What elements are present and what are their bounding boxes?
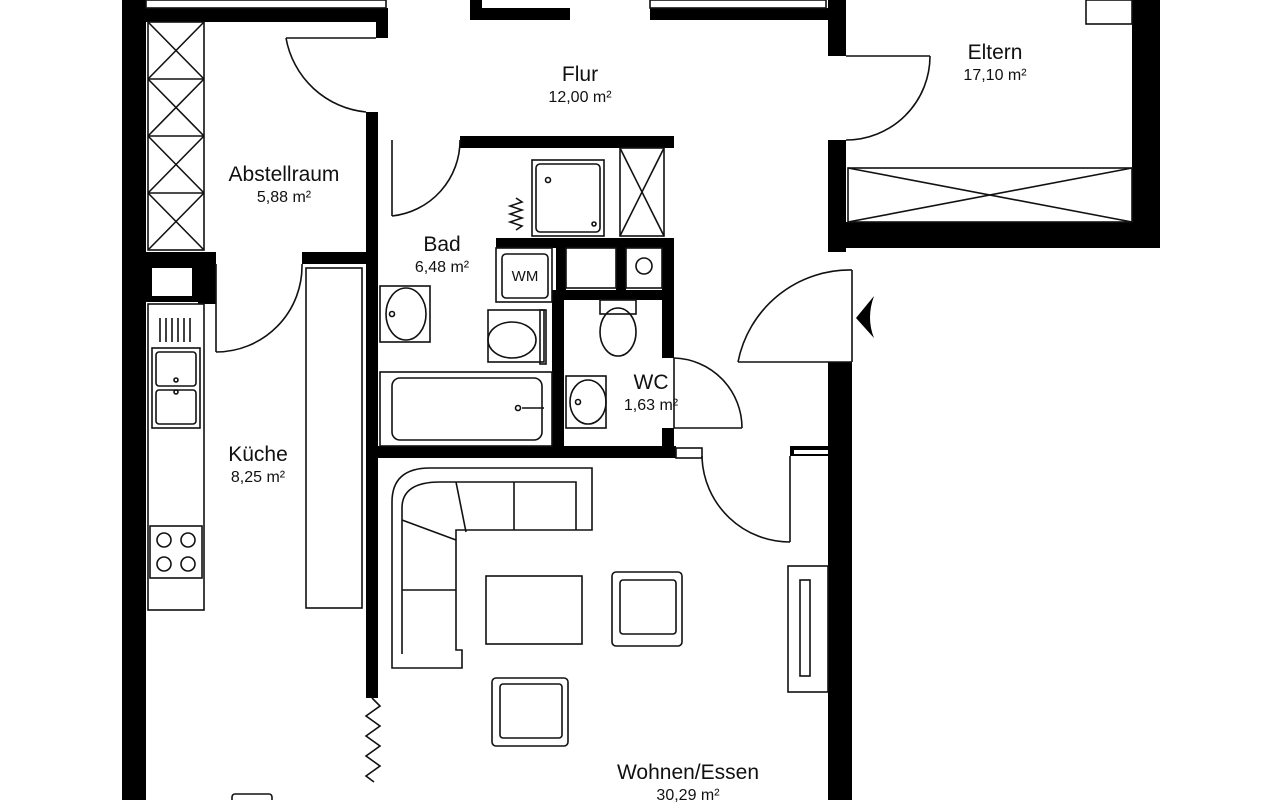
toilet-bad [487,321,537,359]
radiator-bad [507,197,525,231]
top-frame-right [649,0,827,9]
sink-wc [569,379,607,425]
tall-cabinet [305,267,363,609]
walls [122,0,1160,800]
eltern-furniture [1085,0,1133,25]
window-stub [152,268,192,296]
wall-top-left [146,8,388,22]
door-entrance [737,269,853,363]
door-flur-abstell [285,37,376,113]
room-area-flur: 12,00 m² [548,89,612,107]
entrance-arrow-icon [856,296,874,338]
fixtures [145,0,1133,800]
wall-wc-top [564,290,674,300]
drainboard [159,318,191,342]
kitchen-sink [151,347,201,429]
armchair-bottom [491,677,569,747]
room-name-wc: WC [633,371,669,394]
door-abstell-kueche [215,263,303,353]
room-area-wohnen: 30,29 m² [656,787,720,805]
wall-abstell-bottom-right [302,252,378,264]
wall-bad-top [460,136,674,148]
room-label-wohnen: Wohnen/Essen 30,29 m² [588,760,788,806]
kitchen-counter [147,303,205,611]
room-label-wc: WC 1,63 m² [606,370,696,416]
outer-wall-left [122,0,146,800]
shower [531,159,605,237]
wall-eltern-right [1132,0,1160,248]
room-name-wohnen: Wohnen/Essen [616,761,760,784]
sofa [391,467,593,669]
room-area-abstellraum: 5,88 m² [256,189,312,207]
outer-wall-right-lower [828,362,852,800]
wall-kitchen-stub-inner [198,252,216,304]
wall-top-stub [376,8,388,38]
wall-shaft-inner2 [616,238,626,290]
room-area-eltern: 17,10 m² [963,67,1027,85]
washing-machine-label: WM [511,268,539,285]
room-name-flur: Flur [561,63,599,86]
room-label-eltern: Eltern 17,10 m² [940,40,1050,86]
top-frame-left [145,0,387,9]
room-area-bad: 6,48 m² [414,259,470,277]
stove [149,525,203,579]
door-flur-eltern [845,55,931,141]
shaft-bad [619,147,665,237]
bathtub [391,377,543,441]
wall-bad-left [366,132,378,698]
room-name-kueche: Küche [228,443,288,466]
shower-inner [535,163,601,233]
sink-bad [385,287,427,341]
door-wc [673,357,743,429]
boiler [635,257,653,275]
wall-top-right [650,8,840,20]
washing-machine [501,253,549,299]
wall-shaft-inner [556,238,566,294]
armchair-right [611,571,683,647]
shelf-crosses [147,21,205,251]
shaft-box [565,247,617,289]
coffee-table [485,575,583,645]
room-area-kueche: 8,25 m² [230,469,286,487]
window-lines [152,268,828,454]
room-name-eltern: Eltern [967,41,1023,64]
wardrobe-eltern [847,167,1133,223]
room-label-bad: Bad 6,48 m² [392,232,492,278]
window-living [794,450,828,454]
wall-top-mid2 [470,8,570,20]
wall-shaft-top [496,238,674,248]
room-area-wc: 1,63 m² [623,397,679,415]
wall-eltern-bottom [828,222,1160,248]
doorframe-living [675,447,703,459]
room-name-bad: Bad [423,233,461,256]
washing-machine-outer [495,247,553,303]
radiator-living [364,697,382,783]
sideboard [787,565,829,693]
wall-wc-divider [552,290,564,458]
boiler-box [625,247,663,289]
door-living [701,456,791,543]
toilet-wc [599,307,637,357]
wall-wc-right-low [662,428,674,458]
bathtub-outer [379,371,553,447]
room-label-abstellraum: Abstellraum 5,88 m² [206,162,362,208]
room-name-abstellraum: Abstellraum [228,163,340,186]
room-label-flur: Flur 12,00 m² [520,62,640,108]
door-flur-bad [391,139,461,217]
room-label-kueche: Küche 8,25 m² [208,442,308,488]
wall-bad-bottom [378,446,676,458]
